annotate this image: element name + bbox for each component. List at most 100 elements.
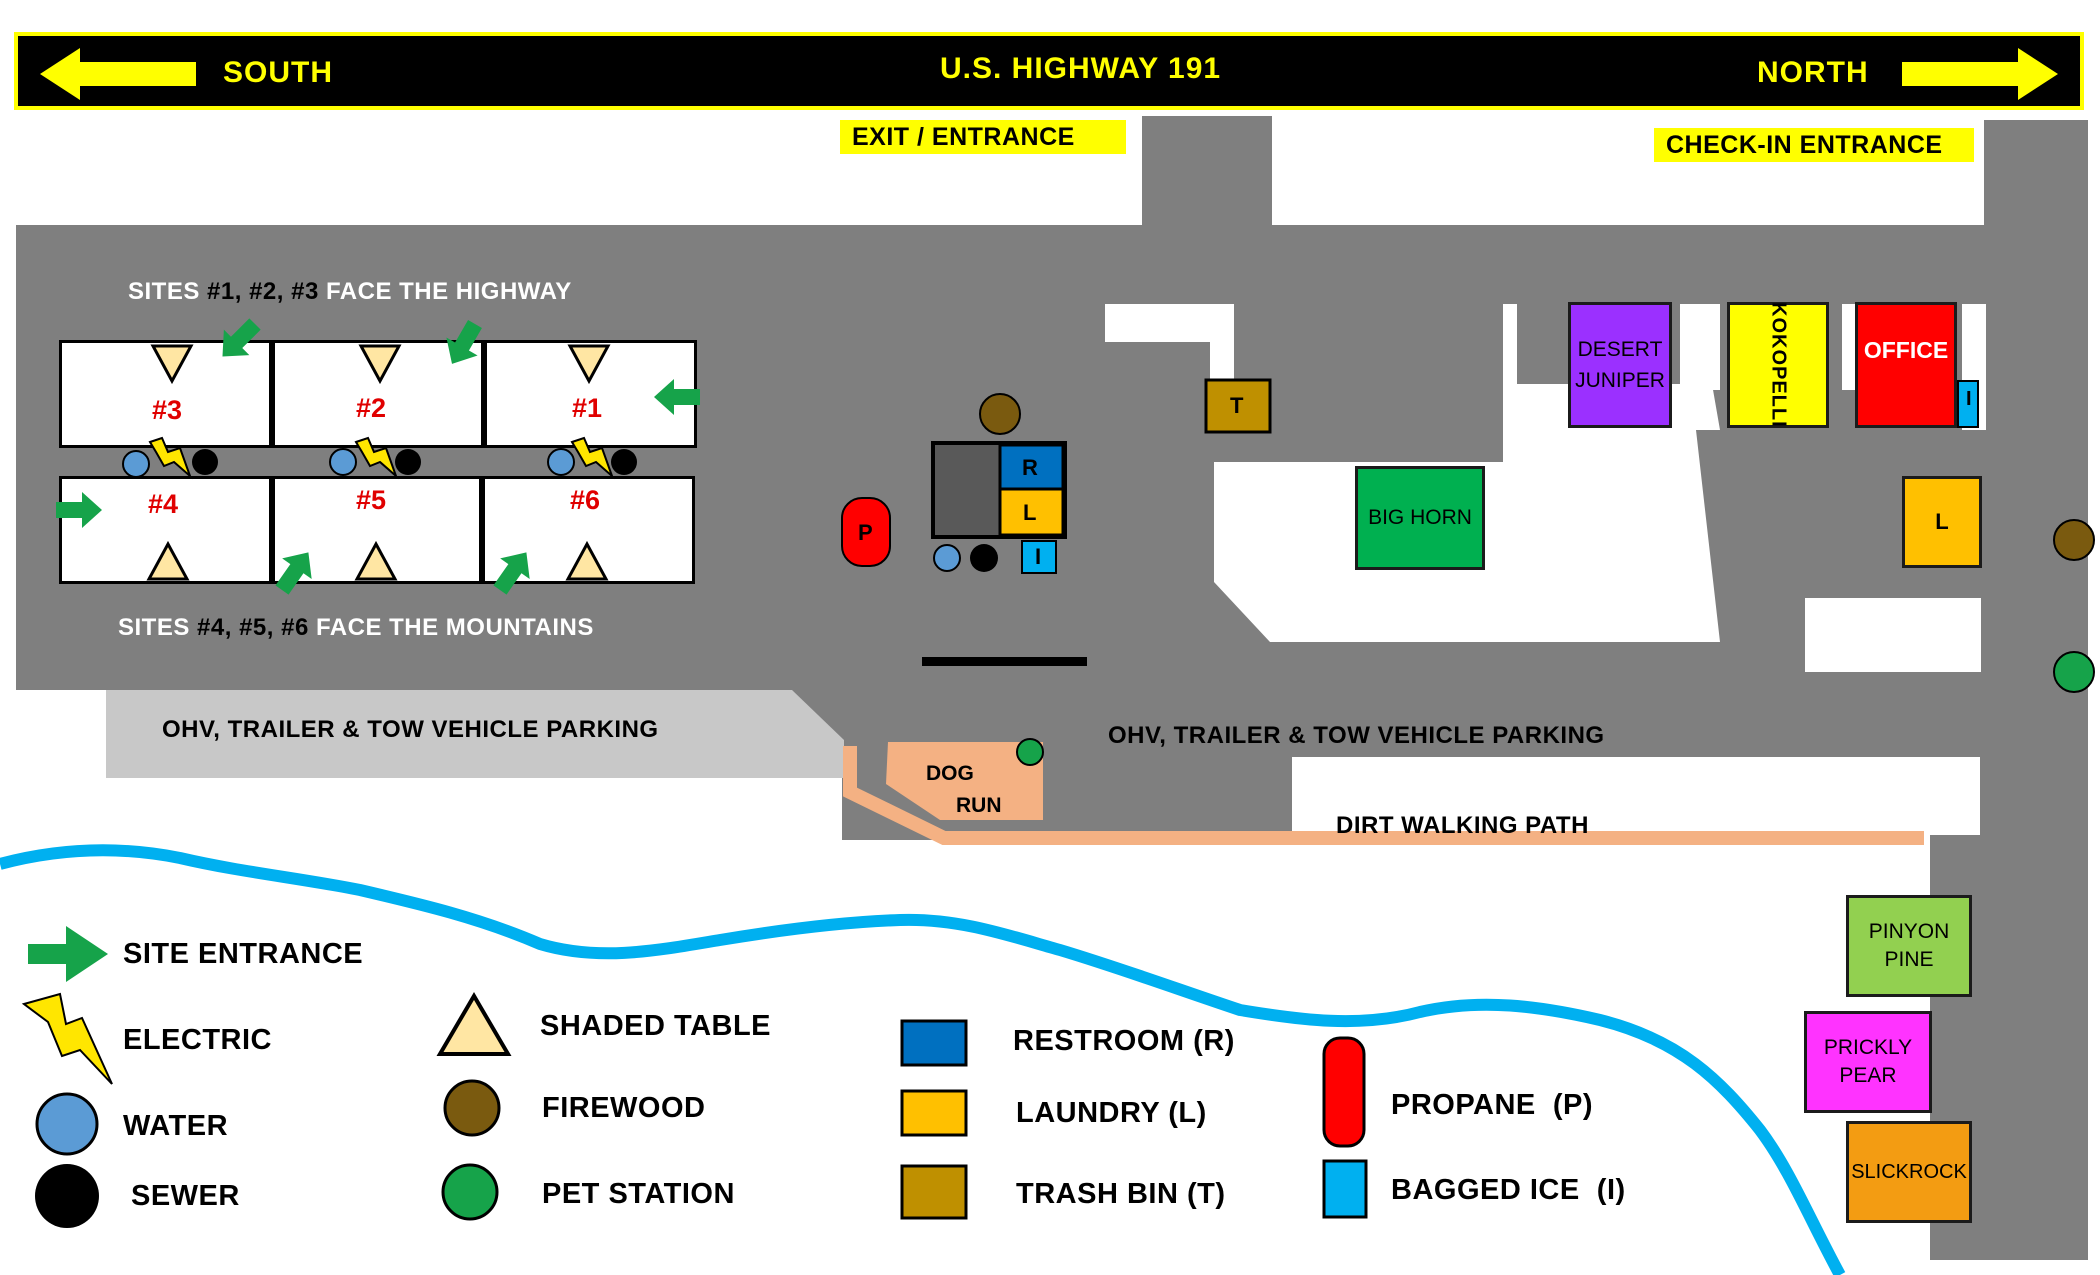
site-entrance-legend-icon: [28, 926, 108, 982]
propane-letter: P: [858, 520, 873, 545]
sewer-icon: [192, 449, 218, 475]
prickly-pear-building[interactable]: PRICKLY PEAR: [1804, 1011, 1932, 1113]
legend-electric: ELECTRIC: [123, 1024, 272, 1056]
caption-site-numbers: #1, #2, #3: [207, 278, 319, 305]
sites-top-caption: SITES #1, #2, #3 FACE THE HIGHWAY: [128, 278, 572, 306]
pinyon-pine-building[interactable]: PINYON PINE: [1846, 895, 1972, 997]
pet-station-legend-icon: [441, 1163, 499, 1221]
shaded-table-legend-icon: [436, 992, 512, 1056]
legend-pet-station: PET STATION: [542, 1178, 735, 1210]
pet-station-icon: [1016, 738, 1044, 766]
restroom-letter: R: [1022, 455, 1038, 480]
dump-station-line: [922, 657, 1087, 666]
legend-bagged-ice: BAGGED ICE (I): [1391, 1174, 1626, 1206]
laundry-letter: L: [1023, 500, 1037, 525]
walking-path: [843, 746, 1924, 845]
caption-part: FACE THE MOUNTAINS: [308, 614, 594, 641]
shaded-table-icon: [354, 540, 398, 581]
site-entrance-arrow-icon: [654, 379, 700, 415]
legend-laundry: LAUNDRY (L): [1016, 1097, 1207, 1129]
site-1-number: #1: [572, 393, 603, 423]
building-label: PEAR: [1839, 1064, 1897, 1087]
laundry-legend-icon: [900, 1089, 968, 1137]
parking-right-label: OHV, TRAILER & TOW VEHICLE PARKING: [1108, 722, 1605, 749]
site-2-number: #2: [356, 393, 387, 423]
shaded-table-icon: [567, 344, 611, 385]
sewer-icon: [395, 449, 421, 475]
desert-juniper-building[interactable]: DESERT JUNIPER: [1568, 302, 1672, 428]
legend-propane: PROPANE (P): [1391, 1089, 1594, 1121]
site-4-number: #4: [148, 489, 179, 519]
water-icon: [547, 448, 575, 476]
site-entrance-arrow-icon: [275, 552, 312, 595]
highway-south-label: SOUTH: [223, 56, 333, 89]
office-ice-icon: [1957, 380, 1979, 428]
legend-site-entrance: SITE ENTRANCE: [123, 938, 364, 970]
building-label: BIG HORN: [1368, 506, 1472, 529]
lower-right-road: [1280, 680, 1984, 760]
sites-bottom-caption: SITES #4, #5, #6 FACE THE MOUNTAINS: [118, 614, 594, 642]
site-entrance-arrow-icon: [56, 492, 102, 528]
water-icon: [122, 450, 150, 478]
south-arrow-icon: [40, 48, 196, 100]
legend-trash-bin: TRASH BIN (T): [1016, 1178, 1226, 1210]
sewer-legend-icon: [35, 1164, 99, 1228]
kokopelli-building[interactable]: KOKOPELLI: [1727, 302, 1829, 428]
trash-bin-icon: [1204, 378, 1272, 434]
exit-entrance-label: EXIT / ENTRANCE: [840, 120, 1126, 154]
bagged-ice-icon: [1021, 540, 1057, 574]
firewood-icon: [2053, 519, 2095, 561]
building-label: OFFICE: [1863, 337, 1949, 363]
slickrock-building[interactable]: SLICKROCK: [1846, 1121, 1972, 1223]
lot-white-8: [1292, 757, 1980, 835]
trash-letter: T: [1230, 393, 1244, 418]
site-3-number: #3: [152, 395, 183, 425]
legend-shaded-table: SHADED TABLE: [540, 1010, 772, 1042]
caption-part: FACE THE HIGHWAY: [318, 278, 572, 305]
firewood-legend-icon: [443, 1079, 501, 1137]
water-icon: [933, 544, 961, 572]
pet-station-icon: [2053, 651, 2095, 693]
laundry-letter: L: [1935, 509, 1949, 534]
caption-site-numbers: #4, #5, #6: [197, 614, 309, 641]
propane-legend-icon: [1322, 1036, 1366, 1148]
shaded-table-icon: [150, 344, 194, 385]
firewood-icon: [979, 393, 1021, 435]
parking-area-left: [106, 690, 844, 778]
exit-entrance-road: [1142, 116, 1272, 228]
sewer-icon: [611, 449, 637, 475]
shaded-table-icon: [358, 344, 402, 385]
office-building[interactable]: OFFICE: [1855, 302, 1957, 428]
dog-run-label-1: DOG: [926, 762, 974, 785]
site-entrance-arrow-icon: [446, 320, 482, 364]
laundry-east-icon[interactable]: L: [1902, 476, 1982, 568]
parking-left-label: OHV, TRAILER & TOW VEHICLE PARKING: [162, 716, 659, 743]
water-icon: [329, 448, 357, 476]
restroom-legend-icon: [900, 1019, 968, 1067]
dog-run-area: [886, 742, 1043, 820]
office-ice-letter: I: [1966, 388, 1972, 410]
big-horn-building[interactable]: BIG HORN: [1355, 466, 1485, 570]
ice-letter: I: [1035, 544, 1042, 569]
checkin-entrance-label: CHECK-IN ENTRANCE: [1654, 128, 1974, 162]
building-label: PINYON: [1868, 920, 1950, 943]
lot-white-7: [1805, 598, 1981, 672]
legend-restroom: RESTROOM (R): [1013, 1025, 1235, 1057]
building-label: KOKOPELLI: [1767, 302, 1790, 428]
building-label: PRICKLY: [1823, 1036, 1913, 1059]
building-label: PINE: [1884, 948, 1934, 971]
building-label: DESERT: [1577, 338, 1663, 361]
laundry-icon: [998, 487, 1065, 537]
highway-bar: [14, 32, 2084, 110]
legend-firewood: FIREWOOD: [542, 1092, 706, 1124]
walking-path-label: DIRT WALKING PATH: [1336, 812, 1589, 839]
building-label: JUNIPER: [1575, 369, 1665, 392]
shaded-table-icon: [146, 540, 190, 581]
